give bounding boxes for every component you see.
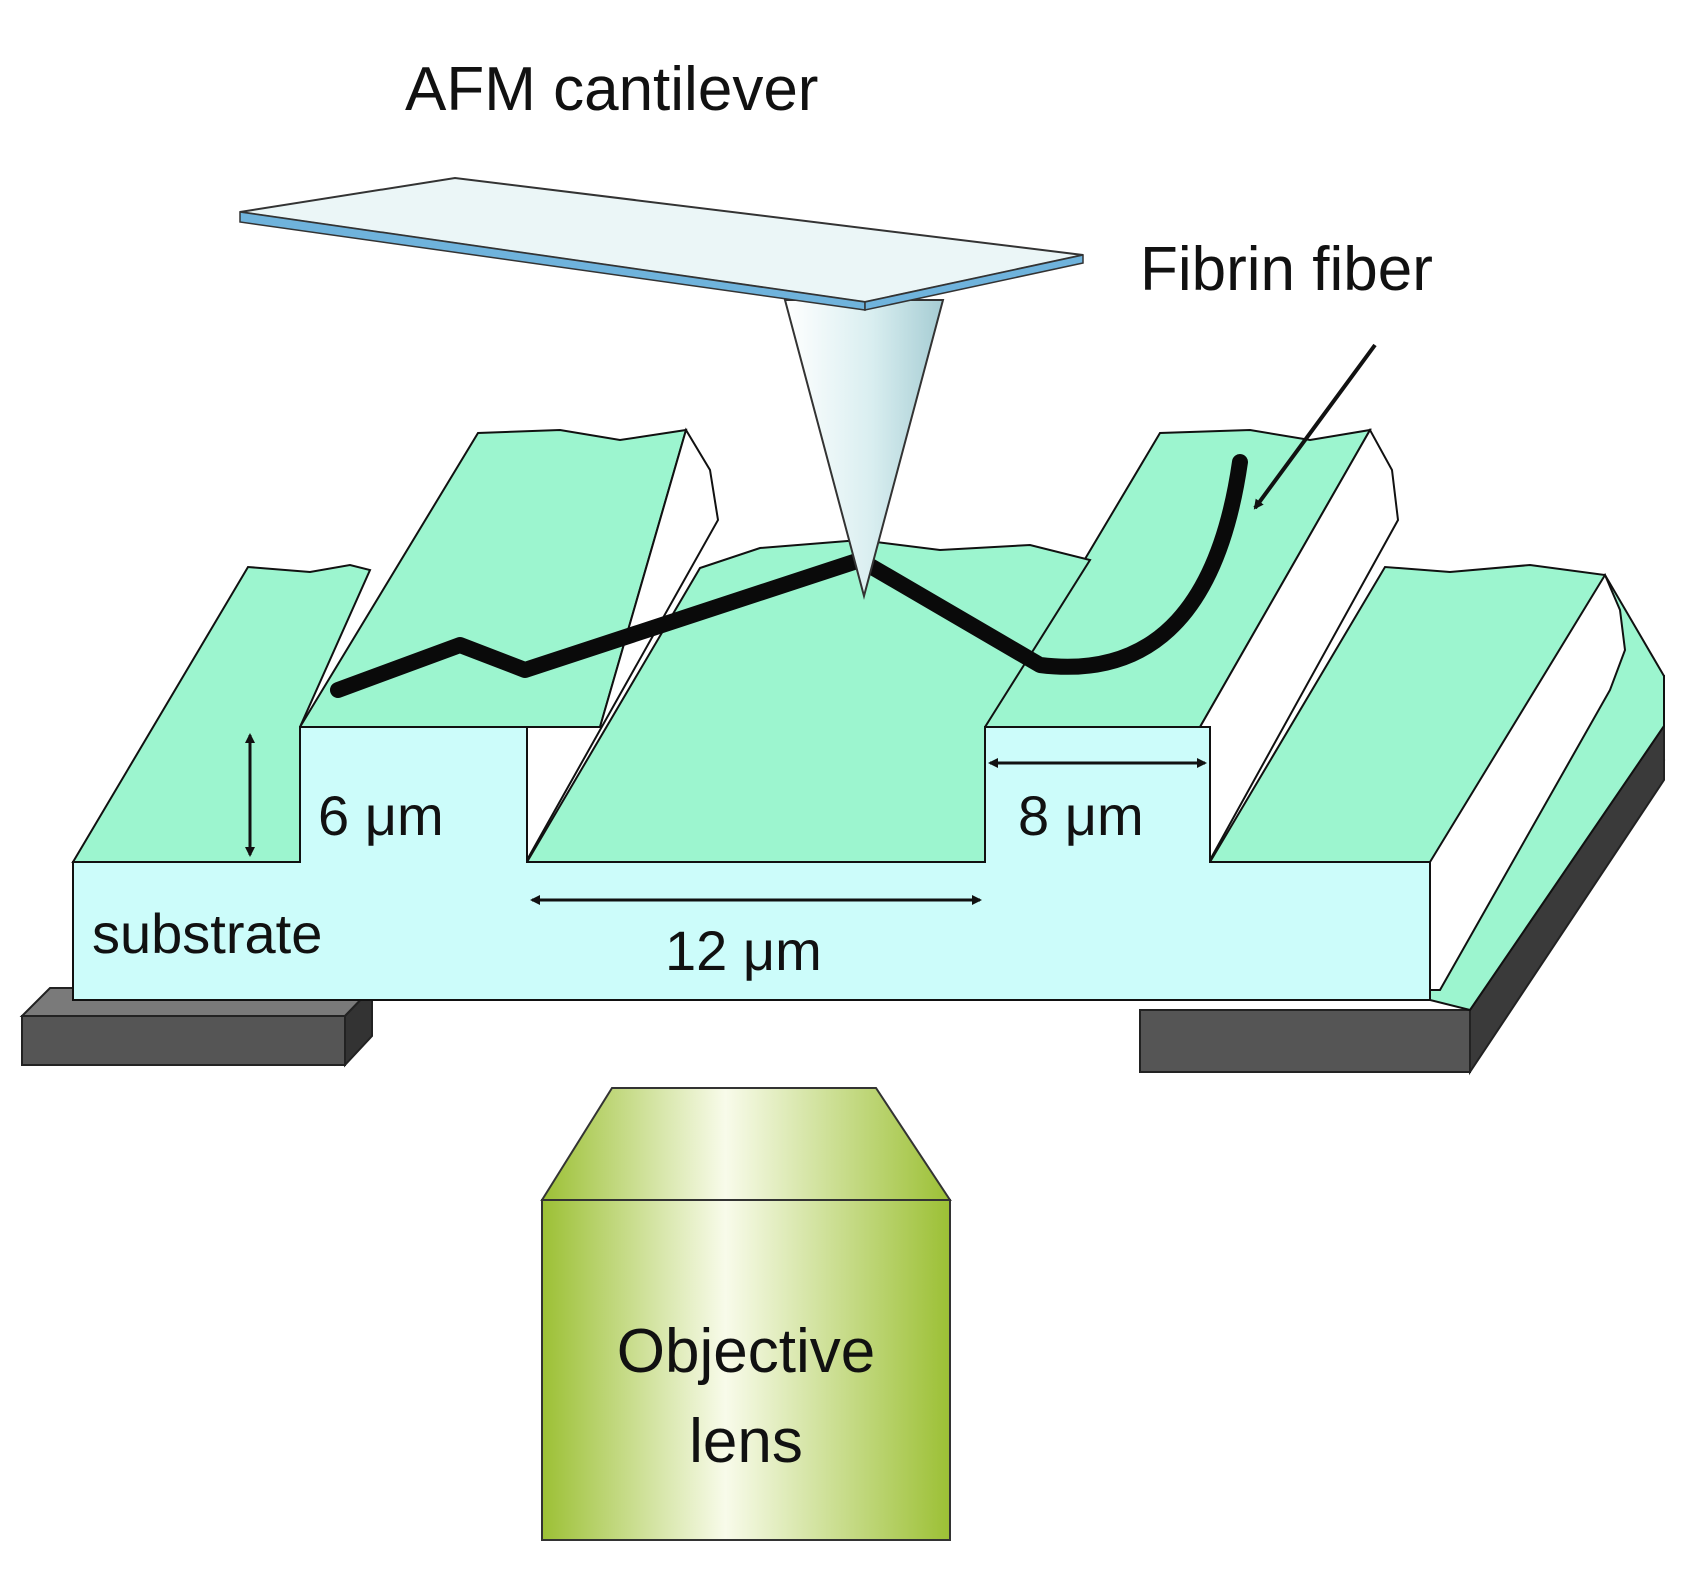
ridge-height-label: 6 μm — [318, 784, 444, 847]
front-ridge-right — [1208, 563, 1665, 1012]
channel-width-label: 12 μm — [665, 919, 822, 982]
fibrin-fiber — [330, 454, 1248, 698]
fiber-pointer-arrow — [1253, 343, 1377, 510]
objective-label-line1: Objective — [617, 1317, 875, 1386]
cantilever-label: AFM cantilever — [405, 55, 818, 124]
afm-cantilever-beam — [239, 176, 1084, 311]
fiber-label: Fibrin fiber — [1140, 235, 1433, 304]
objective-label-line2: lens — [689, 1407, 803, 1476]
ridge-width-label: 8 μm — [1018, 784, 1144, 847]
substrate-front-face — [72, 726, 1431, 1001]
substrate-label: substrate — [92, 902, 322, 965]
objective-lens — [540, 1087, 952, 1541]
